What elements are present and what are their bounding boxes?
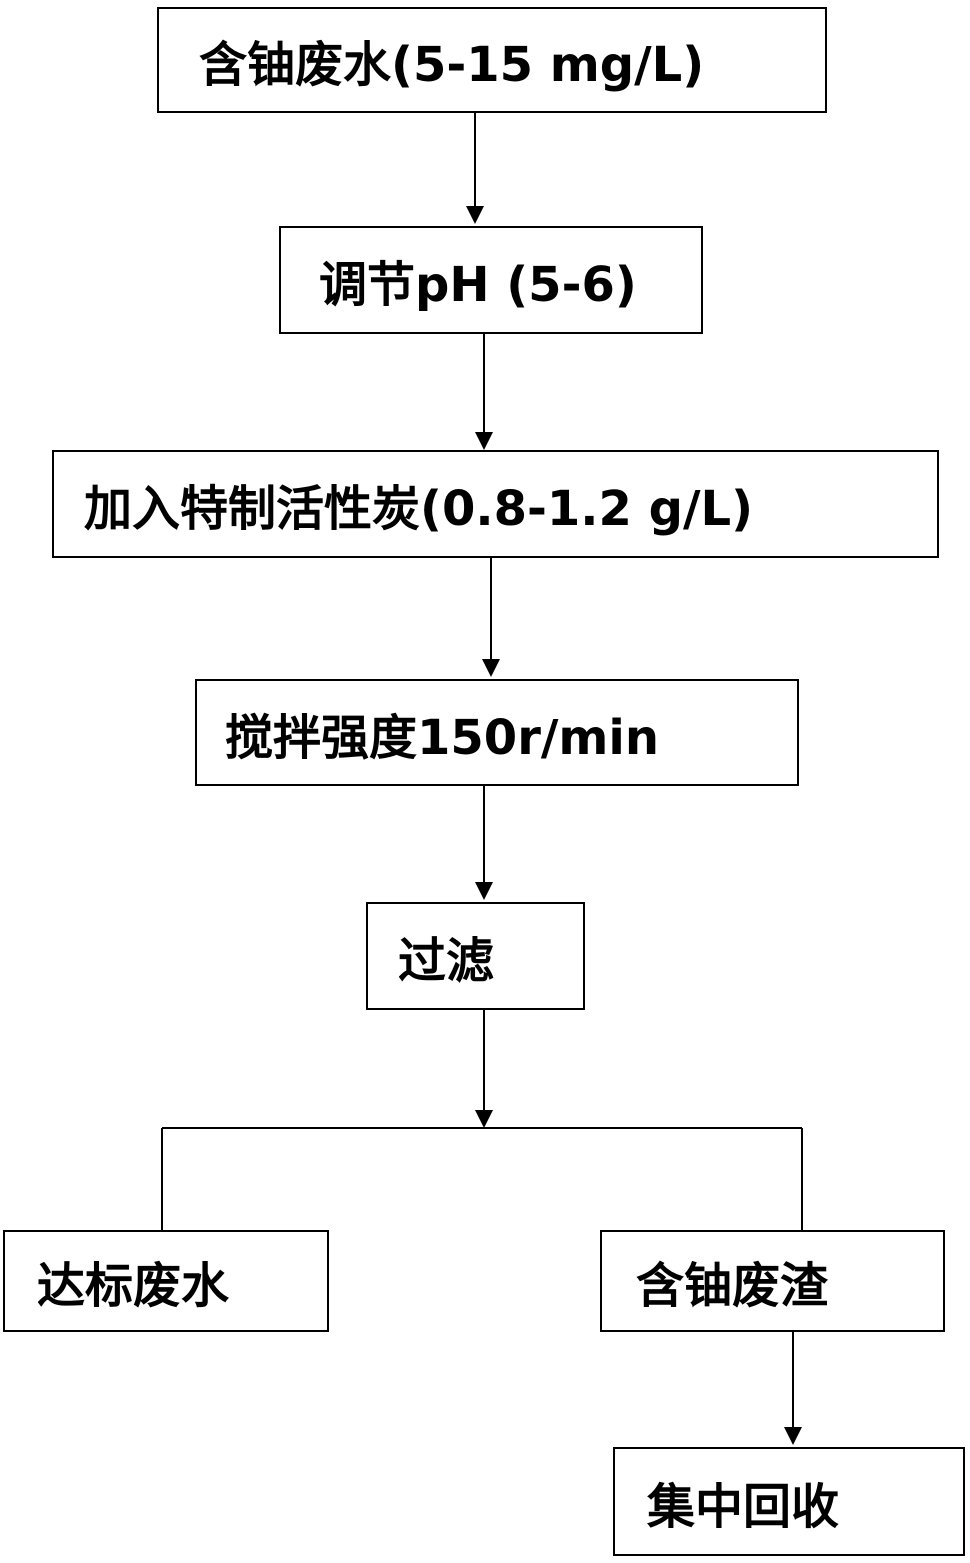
node-stirring: 搅拌强度150r/min bbox=[195, 679, 799, 786]
node-compliant-water-label: 达标废水 bbox=[37, 1258, 230, 1314]
node-filtration: 过滤 bbox=[366, 902, 585, 1010]
node-uranium-residue-label: 含铀废渣 bbox=[636, 1258, 829, 1314]
node-wastewater-input: 含铀废水(5-15 mg/L) bbox=[157, 7, 827, 113]
arrow-head-3 bbox=[482, 659, 500, 677]
node-adjust-ph: 调节pH (5-6) bbox=[279, 226, 703, 334]
arrow-head-6 bbox=[784, 1427, 802, 1445]
node-uranium-residue: 含铀废渣 bbox=[600, 1230, 945, 1332]
node-centralized-recovery: 集中回收 bbox=[613, 1447, 965, 1556]
arrow-head-2 bbox=[475, 432, 493, 450]
node-adjust-ph-label: 调节pH (5-6) bbox=[319, 257, 637, 313]
node-stirring-label: 搅拌强度150r/min bbox=[225, 709, 660, 766]
node-compliant-water: 达标废水 bbox=[3, 1230, 329, 1332]
node-add-carbon: 加入特制活性炭(0.8-1.2 g/L) bbox=[52, 450, 939, 558]
arrow-head-1 bbox=[466, 206, 484, 224]
arrow-head-4 bbox=[475, 882, 493, 900]
arrow-head-5 bbox=[475, 1110, 493, 1128]
node-add-carbon-label: 加入特制活性炭(0.8-1.2 g/L) bbox=[84, 481, 754, 537]
node-centralized-recovery-label: 集中回收 bbox=[647, 1478, 840, 1535]
node-wastewater-input-label: 含铀废水(5-15 mg/L) bbox=[199, 37, 705, 93]
node-filtration-label: 过滤 bbox=[398, 933, 495, 989]
